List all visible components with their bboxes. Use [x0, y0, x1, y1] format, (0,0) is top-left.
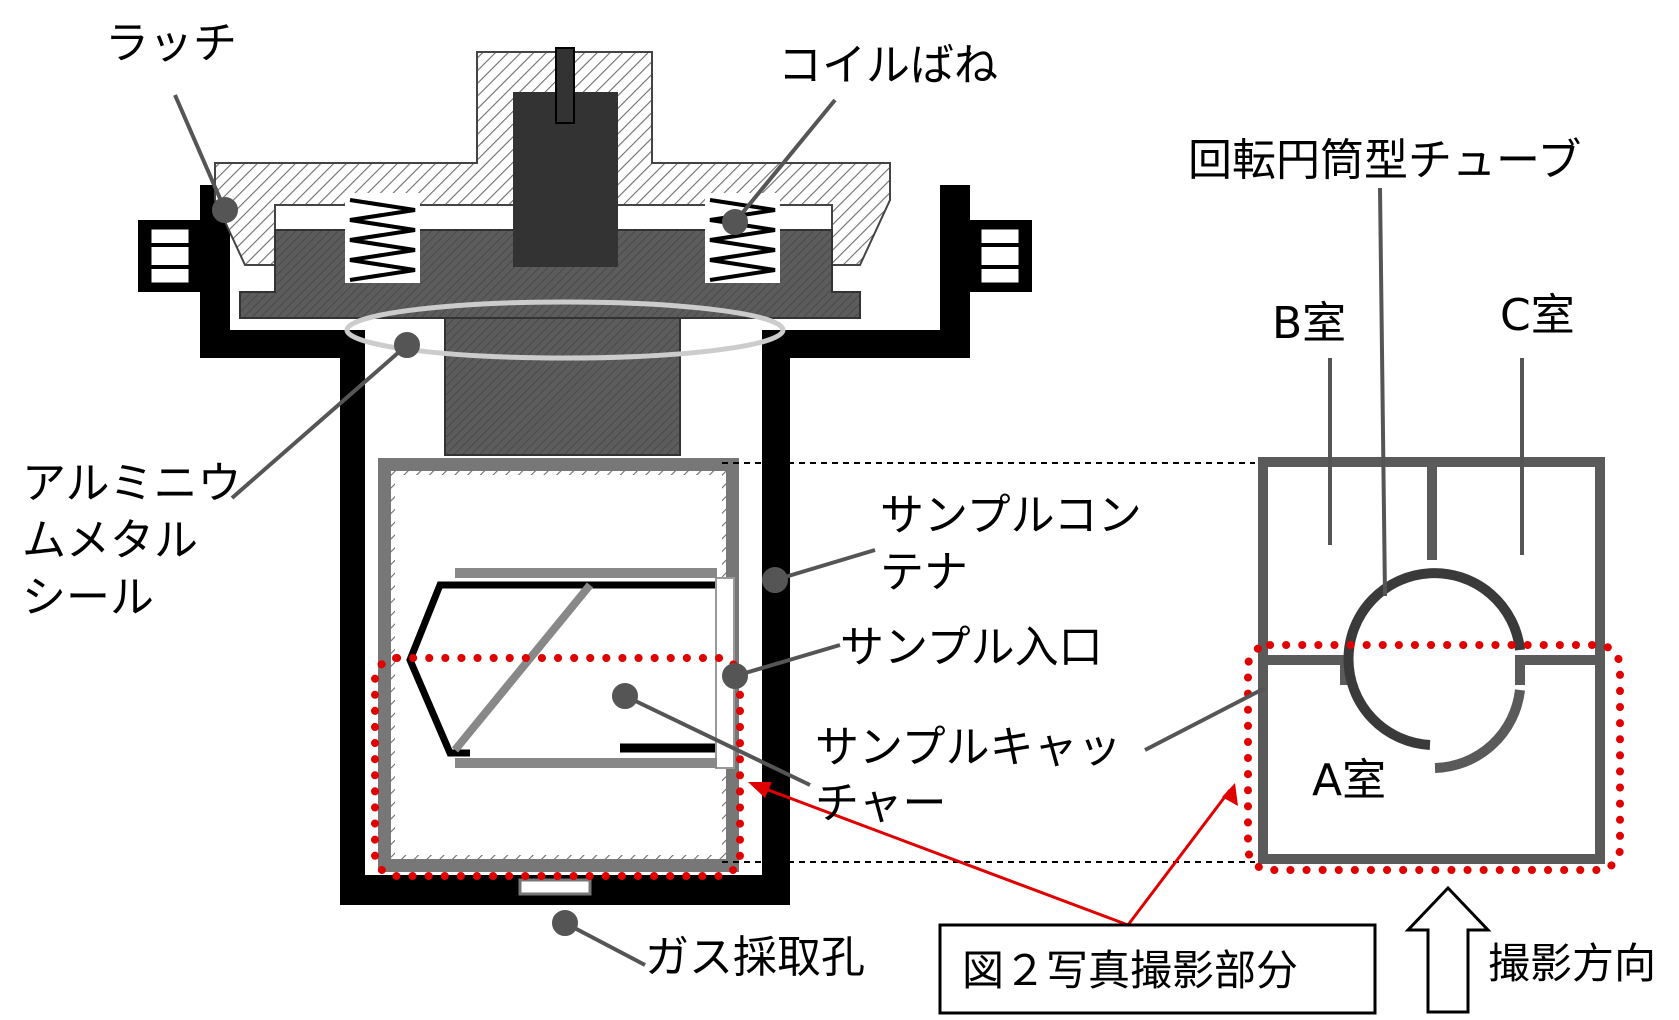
label-aluminium-seal-3: シール: [22, 572, 154, 623]
rotating-tube-upper-arc: [1343, 568, 1525, 750]
caption-arrows: [748, 782, 1238, 927]
shooting-direction-arrow: [1404, 885, 1492, 1014]
container-assembly: [138, 47, 1032, 905]
photo-region-left-highlight: [371, 654, 744, 880]
divider-left: [1263, 655, 1350, 685]
divider-right: [1515, 655, 1600, 685]
label-sample-container-1: サンプルコン: [880, 490, 1142, 541]
label-chamber-a: A室: [1312, 755, 1386, 806]
outer-housing-fill: [200, 185, 970, 905]
rotating-tube-lower-arc: [1434, 689, 1525, 773]
label-chamber-c: C室: [1500, 290, 1575, 341]
latch-block-right: [968, 220, 1032, 292]
photo-region-right-highlight: [1244, 641, 1624, 874]
label-gas-port: ガス採取孔: [645, 932, 865, 983]
latch-block-left: [138, 220, 202, 292]
spring-left: [345, 193, 420, 283]
label-sample-catcher-2: チャー: [815, 778, 947, 829]
label-chamber-b: B室: [1272, 298, 1346, 349]
label-latch: ラッチ: [105, 18, 237, 69]
label-sample-inlet: サンプル入口: [840, 622, 1103, 673]
label-sample-catcher-1: サンプルキャッ: [815, 722, 1122, 773]
chamber-view: [722, 457, 1624, 1014]
leader-lines: [173, 94, 1524, 967]
photo-region-caption-box: [938, 923, 1377, 1015]
label-coil-spring: コイルばね: [778, 40, 998, 91]
spring-right: [705, 193, 780, 283]
aluminium-seal-ring: [344, 299, 786, 361]
gas-port: [518, 878, 592, 896]
sample-container-box: [378, 458, 739, 872]
label-rotating-tube: 回転円筒型チューブ: [1188, 135, 1581, 186]
label-shooting-direction: 撮影方向: [1488, 939, 1656, 988]
label-aluminium-seal-1: アルミニウ: [22, 458, 242, 509]
label-aluminium-seal-2: ムメタル: [22, 515, 198, 566]
actuator-pin: [555, 47, 575, 124]
label-sample-container-2: テナ: [880, 547, 968, 598]
piston-stem: [444, 317, 681, 456]
label-photo-region: 図２写真撮影部分: [962, 946, 1298, 995]
